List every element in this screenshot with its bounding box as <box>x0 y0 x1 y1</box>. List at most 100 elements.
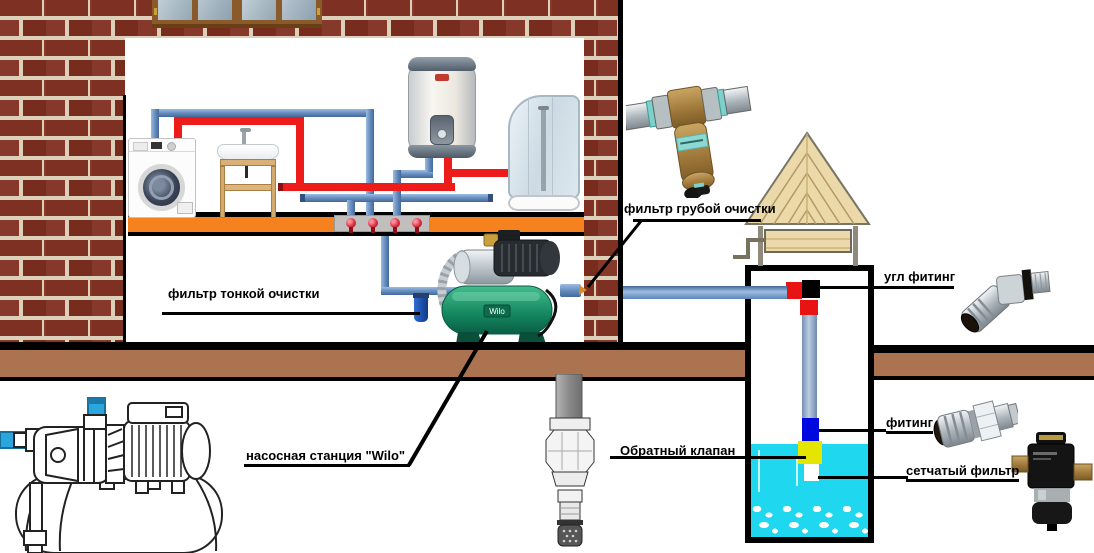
label-coarse-filter: фильтр грубой очистки <box>624 201 776 216</box>
window <box>152 0 322 28</box>
cold-pipe-drop-washer <box>151 109 159 138</box>
filter-outlet <box>722 85 752 115</box>
device-nipple <box>1047 524 1057 531</box>
shower-cabin <box>508 95 580 213</box>
fitting-tip <box>1007 402 1018 426</box>
pump-head <box>453 230 560 285</box>
cold-pipe-drop-manifold <box>366 109 374 217</box>
cold-pipe-boiler-h <box>393 170 433 178</box>
elbow-block-red-h <box>786 282 802 299</box>
flow-arrow <box>579 285 587 295</box>
hot-pipe-washer-drop <box>174 117 182 146</box>
pump-tank: Wilo <box>441 285 553 344</box>
shower-tray <box>508 195 580 211</box>
drawing-lower-pipe <box>23 482 47 553</box>
valve-washer <box>557 520 583 525</box>
washing-machine <box>128 138 196 218</box>
window-pane <box>242 0 276 20</box>
pointer-angle-fitting <box>820 286 954 289</box>
water-streak <box>758 450 760 492</box>
hot-pipe-boiler-drop <box>444 158 452 191</box>
cold-pipe-cap <box>300 194 305 202</box>
drawing-motor <box>123 402 211 494</box>
device-right-union <box>1073 463 1093 481</box>
faucet-spout <box>240 128 251 132</box>
washer-knob <box>167 142 176 151</box>
elbow-collet-leg <box>960 285 1010 333</box>
cold-pipe-boiler-drop <box>393 170 401 217</box>
mesh-filter-photo <box>1011 432 1093 531</box>
sink-stand <box>215 126 281 218</box>
soil-band-left <box>0 350 745 377</box>
washer-display <box>151 142 162 149</box>
label-angle-fitting: угл фитинг <box>884 269 956 284</box>
stand-shelf <box>224 184 272 191</box>
boiler-top-cap <box>408 57 476 71</box>
boiler-bottom-cap <box>408 145 476 158</box>
well-drop-pipe <box>802 312 817 420</box>
cold-pipe-basement-v <box>381 236 389 293</box>
well-gravel <box>751 503 868 537</box>
washer-door-ring <box>149 175 174 200</box>
boiler-logo <box>435 74 449 81</box>
cold-pipe-boiler-up <box>425 158 433 172</box>
roof-planks <box>759 133 855 224</box>
window-hinge <box>317 8 320 15</box>
boiler-dial <box>437 129 447 139</box>
check-valve-drawing <box>545 374 595 547</box>
sink-basin <box>217 144 279 160</box>
stand-leg <box>220 166 225 218</box>
device-left-union <box>1011 455 1029 473</box>
cold-pipe-ceiling <box>151 109 373 117</box>
hot-pipe-floor <box>280 183 455 191</box>
outdoor-supply-pipe <box>623 286 787 299</box>
cold-pipe-wall-stub <box>560 284 581 297</box>
pointer-fitting <box>819 429 886 432</box>
hot-pipe-cap <box>278 183 283 191</box>
window-hinge <box>154 8 157 15</box>
filter-head <box>666 85 707 129</box>
manifold-valve <box>390 218 401 233</box>
stand-leg <box>271 166 276 218</box>
valve-pipe-stub <box>555 374 583 419</box>
washer-drawer <box>133 142 148 151</box>
label-fitting: фитинг <box>886 415 933 434</box>
elbow-body <box>996 274 1026 305</box>
ground-line-bottom-right <box>874 376 1094 380</box>
shower-head <box>538 106 549 110</box>
elbow-black-ring <box>1021 269 1034 301</box>
window-pane <box>198 0 232 20</box>
window-pane <box>282 0 316 20</box>
house-outer-wall-line <box>618 0 623 345</box>
cold-pipe-cap <box>488 194 493 202</box>
label-mesh-filter: сетчатый фильтр <box>906 463 1020 482</box>
fine-filter-cap <box>413 293 429 298</box>
floor-manifold <box>334 215 430 232</box>
manifold-valve <box>368 218 379 233</box>
coarse-filter-photo <box>626 85 752 198</box>
room-left-border <box>123 95 126 345</box>
well-winch-log <box>764 229 852 253</box>
faucet-icon <box>242 130 246 144</box>
fine-filter-body <box>414 298 428 322</box>
ground-line-top-right <box>874 345 1094 353</box>
window-pane <box>158 0 192 20</box>
floor-bottom-line <box>128 232 584 236</box>
elbow-block-red-v <box>800 300 818 315</box>
water-streak <box>796 456 798 486</box>
cold-pipe-basement-h <box>381 287 473 295</box>
pump-line-drawing <box>0 397 223 553</box>
pointer-coarse-filter-underline <box>633 219 761 222</box>
angle-fitting-photo <box>960 269 1051 333</box>
shower-glass-seam <box>528 99 529 195</box>
mesh-filter-gap <box>804 464 819 481</box>
drawing-diffuser <box>105 424 125 484</box>
pointer-fine-filter <box>162 312 420 315</box>
pointer-check-valve <box>610 456 806 459</box>
washer-top-line <box>129 151 195 152</box>
check-valve-block-yellow <box>798 441 822 464</box>
pointer-mesh-filter <box>818 476 908 479</box>
washer-filter-hatch <box>177 202 193 214</box>
shower-glass-seam <box>552 97 553 195</box>
